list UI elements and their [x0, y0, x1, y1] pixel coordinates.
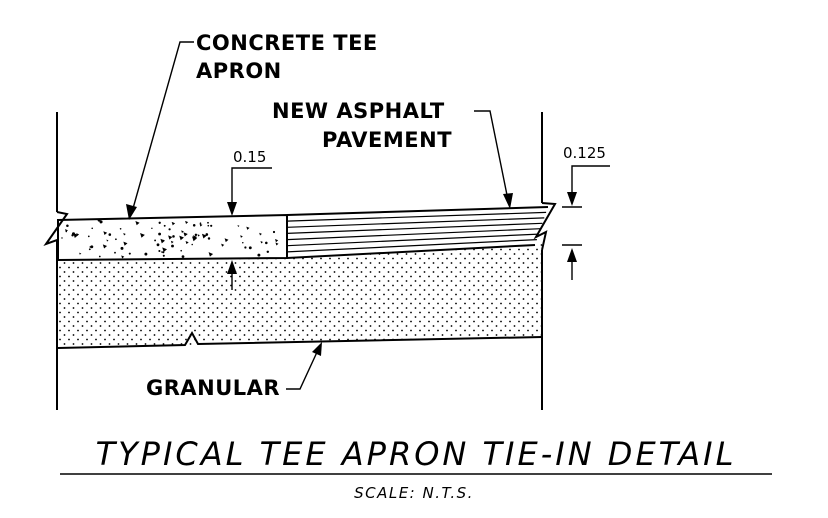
asphalt-leader-line	[474, 110, 509, 201]
asphalt-label-line1: NEW ASPHALT	[272, 99, 445, 123]
concrete-leader-arrow	[126, 204, 137, 220]
concrete-label-line2: APRON	[196, 59, 282, 83]
granular-leader-arrow	[312, 342, 322, 356]
concrete-dim-leader	[231, 167, 272, 208]
concrete-thickness-value: 0.15	[233, 148, 266, 166]
asphalt-thickness-value: 0.125	[563, 144, 606, 162]
asphalt-dim-arrow-top	[567, 192, 577, 206]
concrete-dim-arrow-bottom	[227, 260, 237, 274]
asphalt-pavement	[286, 206, 549, 259]
asphalt-leader-arrow	[503, 193, 513, 209]
asphalt-label-line2: PAVEMENT	[322, 128, 452, 152]
concrete-leader-line	[131, 41, 194, 213]
granular-label: GRANULAR	[146, 376, 280, 400]
right-break-line	[533, 202, 557, 251]
left-break-line	[43, 211, 69, 262]
detail-title: TYPICAL TEE APRON TIE-IN DETAIL	[96, 435, 737, 473]
asphalt-dim-leader	[571, 165, 610, 198]
scale-note: SCALE: N.T.S.	[354, 484, 474, 502]
concrete-dim-arrow-top	[227, 202, 237, 216]
granular-bottom-line	[57, 330, 543, 349]
asphalt-dim-arrow-bottom	[567, 248, 577, 262]
granular-leader-line	[286, 349, 319, 390]
concrete-apron	[57, 213, 288, 262]
concrete-label-line1: CONCRETE TEE	[196, 31, 378, 55]
granular-layer	[58, 243, 542, 348]
